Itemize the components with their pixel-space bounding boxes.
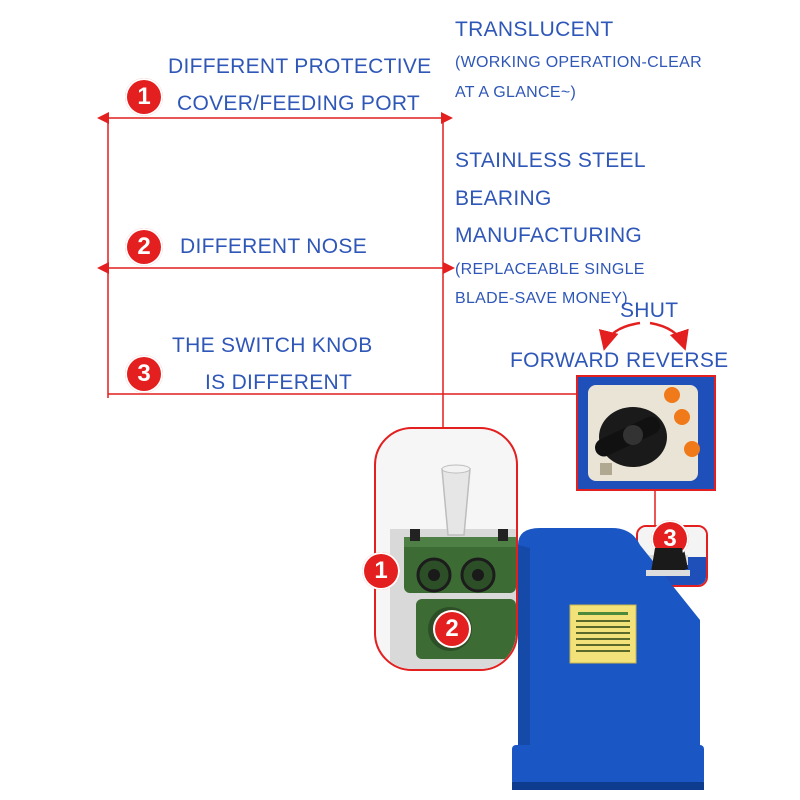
feature-3-badge: 3 <box>125 355 163 393</box>
feature-1-label-line1: DIFFERENT PROTECTIVE <box>168 55 432 78</box>
feature-1-desc-line3: AT A GLANCE~) <box>455 84 577 101</box>
feature-2-label-line1: DIFFERENT NOSE <box>180 235 367 258</box>
feature-2-desc-line3: MANUFACTURING <box>455 224 643 247</box>
feature-2-machine-badge: 2 <box>433 610 471 648</box>
feature-2-badge: 2 <box>125 228 163 266</box>
feature-2-desc-line5: BLADE-SAVE MONEY) <box>455 290 628 307</box>
switch-knob-closeup <box>576 375 716 491</box>
feature-3-machine-badge: 3 <box>651 520 689 558</box>
feature-1-desc-line2: (WORKING OPERATION-CLEAR <box>455 54 702 71</box>
feature-3-label-line1: THE SWITCH KNOB <box>172 334 373 357</box>
feature-1-machine-badge: 1 <box>362 552 400 590</box>
feature-1-desc-line1: TRANSLUCENT <box>455 18 614 41</box>
feature-2-desc-line4: (REPLACEABLE SINGLE <box>455 261 645 278</box>
switch-knob-illustration <box>578 377 714 489</box>
feature-2-desc-line2: BEARING <box>455 187 552 210</box>
feature-1-badge: 1 <box>125 78 163 116</box>
feature-2-desc-line1: STAINLESS STEEL <box>455 149 646 172</box>
knob-shut-label: SHUT <box>620 299 679 322</box>
knob-forward-label: FORWARD <box>510 349 620 372</box>
feature-3-label-line2: IS DIFFERENT <box>205 371 353 394</box>
roller-head-callout <box>374 427 518 671</box>
knob-reverse-label: REVERSE <box>626 349 729 372</box>
feature-1-label-line2: COVER/FEEDING PORT <box>177 92 421 115</box>
